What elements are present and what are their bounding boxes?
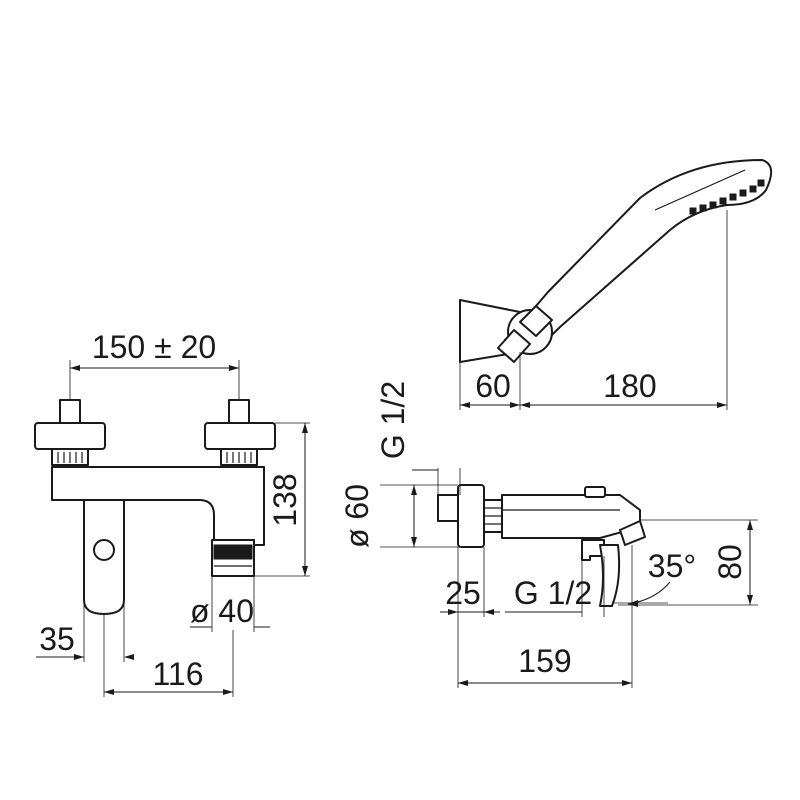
shower-nozzles [689,179,765,215]
dim-inlet-thread-label: G 1/2 [375,381,411,459]
hand-shower-view: 60 180 [459,159,773,410]
dim-lever-angle: 35° [614,548,696,607]
dim-side-depth: 159 [457,545,633,688]
dim-outlet-diameter-label: ø 40 [190,593,254,629]
dim-bracket-depth-label: 60 [475,368,511,404]
dim-shower-length: 180 [520,210,728,410]
dim-side-depth-label: 159 [518,643,571,679]
right-union [204,399,276,466]
front-view: 150 ± 20 138 ø 40 35 [34,329,310,697]
dim-side-height-label: 80 [712,544,748,580]
side-view: G 1/2 ø 60 25 G 1/2 [339,381,758,688]
dim-body-diameter: ø 60 [339,484,458,548]
dim-spout-reach-label: 116 [152,656,203,692]
dim-centres: 150 ± 20 [69,329,240,400]
dim-outlet-diameter: ø 40 [190,576,270,632]
dim-wall-offset: 25 [440,547,500,617]
dim-outlet-thread-label: G 1/2 [514,575,592,611]
left-union [34,399,106,466]
dim-control-offset-label: 35 [39,621,75,657]
dim-control-offset: 35 [36,600,134,662]
mixer-body [51,466,265,615]
dim-bracket-depth: 60 [459,352,521,410]
dim-side-height: 80 [618,519,758,606]
dim-centres-label: 150 ± 20 [92,329,216,365]
dim-shower-length-label: 180 [603,368,656,404]
dim-inlet-thread: G 1/2 [375,381,461,495]
mixer-side [437,484,646,607]
dim-wall-offset-label: 25 [445,575,481,611]
dim-body-diameter-label: ø 60 [339,484,375,548]
dim-outlet-thread: G 1/2 [505,556,605,617]
dim-front-height-label: 138 [267,473,303,526]
dim-front-height: 138 [254,422,310,577]
dim-spout-reach: 116 [103,614,234,697]
dim-lever-angle-label: 35° [648,548,696,584]
